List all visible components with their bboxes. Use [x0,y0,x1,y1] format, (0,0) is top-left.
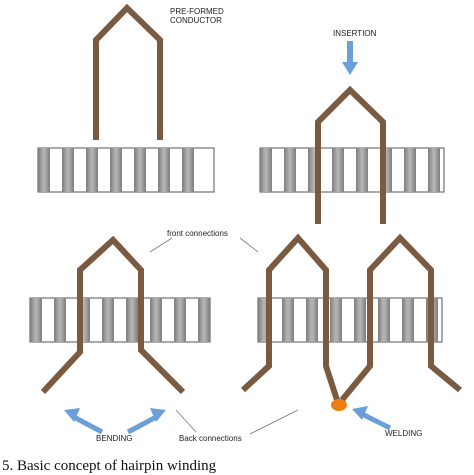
annotations: front connections Back connections [149,229,299,443]
bent-conductor-left [40,235,186,395]
front-leader-right [239,237,259,253]
front-connections-label: front connections [167,229,228,238]
stator-core-1 [37,147,215,193]
stator-tooth [174,298,186,342]
stator-tooth [332,148,344,192]
stator-tooth [54,298,66,342]
stator-tooth [134,148,146,192]
bending-label: BENDING [96,434,132,443]
stator-tooth [150,298,162,342]
welded-conductor-right [339,233,462,402]
welding-label: WELDING [385,429,422,438]
insertion-label: INSERTION [333,29,377,38]
stator-tooth [198,298,210,342]
stator-tooth [110,148,122,192]
stator-tooth [282,298,294,342]
panel-insertion: INSERTION [259,29,445,224]
inserted-conductor [315,85,386,224]
stator-tooth [62,148,74,192]
stator-tooth [102,298,114,342]
down-arrow-icon [342,41,358,75]
stator-tooth [182,148,194,192]
stator-tooth [30,298,42,342]
stator-tooth [402,298,414,342]
stator-tooth [378,298,390,342]
up-right-arrow-icon [126,408,166,435]
stator-tooth [404,148,416,192]
stator-core-3 [29,297,211,343]
figure-caption: 5. Basic concept of hairpin winding [2,458,217,474]
pre-formed-conductor [93,3,163,140]
back-connections-label: Back connections [179,434,242,443]
left-arrow-icon [352,406,392,431]
panel-bending: BENDING [29,235,211,443]
welded-conductor-left [240,233,340,401]
back-leader-left [175,409,197,433]
back-leader-right [249,409,299,435]
pre-formed-label-line2: CONDUCTOR [170,16,222,25]
up-left-arrow-icon [64,408,104,435]
stator-tooth [86,148,98,192]
front-leader-left [149,237,173,253]
panel-welding: WELDING [240,233,462,438]
stator-tooth [306,298,318,342]
stator-tooth [158,148,170,192]
stator-tooth [354,298,366,342]
stator-core-2 [259,147,445,193]
stator-tooth [260,148,272,192]
weld-dot-icon [331,399,347,411]
panel-pre-formed: PRE-FORMED CONDUCTOR [37,3,224,193]
stator-tooth [356,148,368,192]
stator-tooth [126,298,138,342]
stator-tooth [428,148,440,192]
stator-tooth [38,148,50,192]
stator-tooth [284,148,296,192]
stator-core-4 [257,297,443,343]
stator-tooth [330,298,342,342]
pre-formed-label-line1: PRE-FORMED [170,7,224,16]
